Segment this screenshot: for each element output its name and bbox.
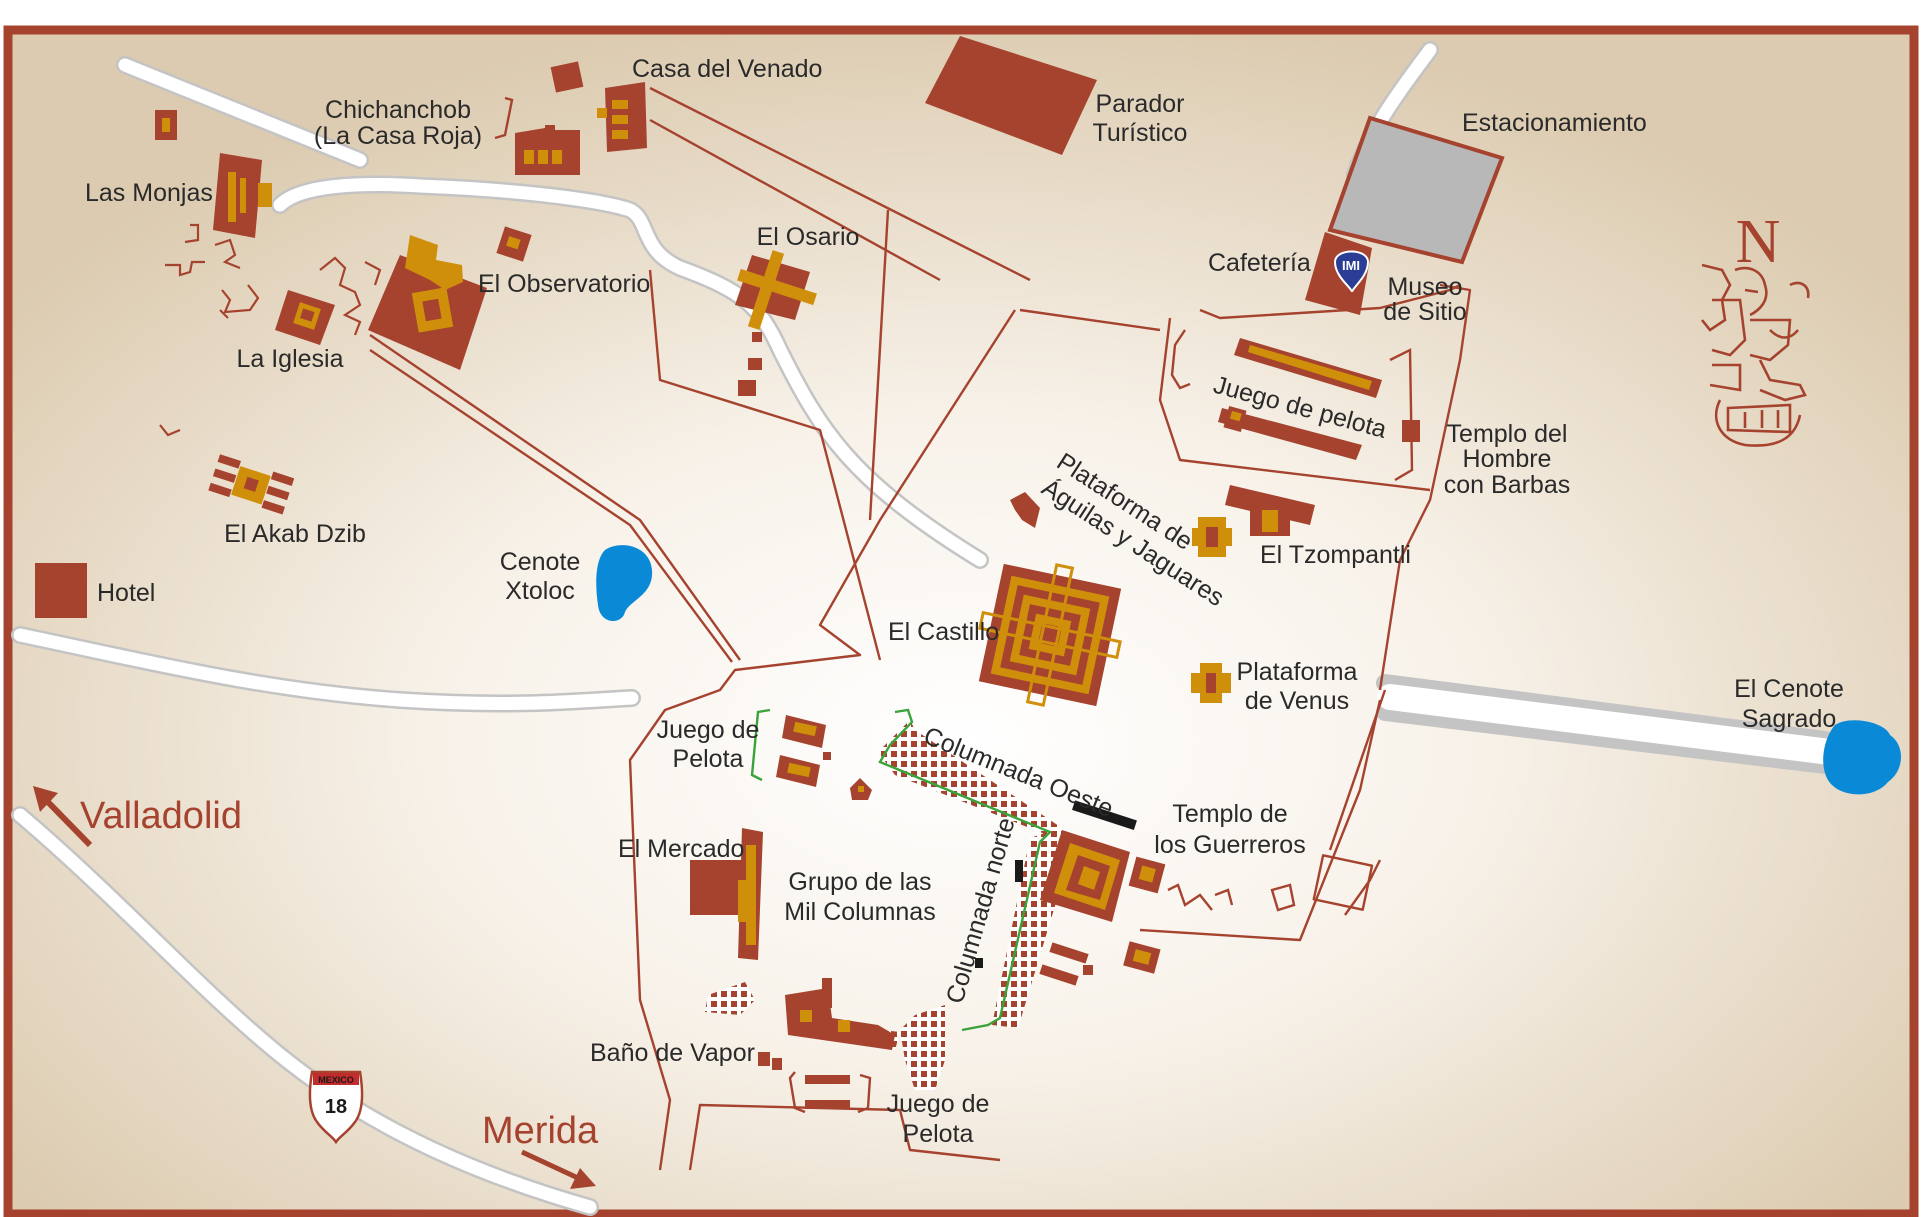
juego-de-pelota-mid xyxy=(750,708,872,800)
label-museo-line1: Museo xyxy=(1387,273,1462,301)
label-el-observatorio: El Observatorio xyxy=(478,270,650,298)
label-el-castillo: El Castillo xyxy=(888,618,999,646)
la-iglesia-building xyxy=(275,290,335,345)
ruin-outlines-west xyxy=(159,223,382,437)
cenote-sagrado-water xyxy=(1823,720,1902,795)
label-juego-pelota-mid-line2: Pelota xyxy=(673,745,744,773)
label-cenote-sagrado-line1: El Cenote xyxy=(1734,675,1844,703)
las-monjas-building xyxy=(155,110,272,238)
el-tzompantli xyxy=(1225,485,1315,536)
label-el-akab-dzib: El Akab Dzib xyxy=(224,520,366,548)
map-background xyxy=(8,30,1914,1214)
parador-turistico-building xyxy=(925,36,1097,155)
label-plataforma-venus-line2: de Venus xyxy=(1245,687,1349,715)
label-las-monjas: Las Monjas xyxy=(85,179,213,207)
label-casa-del-venado: Casa del Venado xyxy=(632,55,822,83)
highway-country-label: MEXICO xyxy=(318,1075,354,1085)
label-cenote-sagrado-line2: Sagrado xyxy=(1742,705,1837,733)
label-juego-pelota-mid-line1: Juego de xyxy=(657,716,760,744)
label-cafeteria: Cafetería xyxy=(1208,249,1311,277)
direction-arrow-merida xyxy=(520,1149,596,1189)
label-bano-de-vapor: Baño de Vapor xyxy=(590,1039,755,1067)
label-el-tzompantli: El Tzompantli xyxy=(1260,541,1411,569)
label-parador-line2: Turístico xyxy=(1093,119,1188,147)
label-cenote-xtoloc-line1: Cenote xyxy=(500,548,581,576)
plataforma-aguilas-jaguares xyxy=(1192,517,1232,557)
label-cenote-xtoloc-line2: Xtoloc xyxy=(505,577,574,605)
label-templo-hombre-line1: Templo del xyxy=(1447,420,1568,448)
label-valladolid: Valladolid xyxy=(80,795,242,837)
chichanchob-building xyxy=(494,96,580,175)
museum-marker-label: IMI xyxy=(1342,258,1360,273)
label-parador-line1: Parador xyxy=(1096,90,1185,118)
highway-number-label: 18 xyxy=(325,1096,347,1118)
roads xyxy=(11,41,1843,1216)
small-platform xyxy=(1010,492,1040,528)
south-structures xyxy=(758,978,895,1114)
label-hotel: Hotel xyxy=(97,579,155,607)
label-templo-hombre-line3: con Barbas xyxy=(1444,471,1570,499)
el-mercado-building xyxy=(690,828,763,960)
label-museo-line2: de Sitio xyxy=(1383,298,1466,326)
parking-area xyxy=(1327,115,1505,265)
cenote-xtoloc-water xyxy=(596,545,653,622)
label-el-mercado: El Mercado xyxy=(618,835,744,863)
el-akab-dzib-building xyxy=(208,454,295,515)
el-castillo-pyramid xyxy=(978,563,1122,707)
hotel-building xyxy=(35,563,87,618)
el-observatorio-building xyxy=(368,226,532,370)
label-merida: Merida xyxy=(482,1110,599,1152)
label-templo-guerreros-line2: los Guerreros xyxy=(1154,831,1305,859)
label-templo-hombre-line2: Hombre xyxy=(1463,445,1552,473)
map-frame xyxy=(3,25,1919,1217)
label-la-iglesia: La Iglesia xyxy=(236,345,343,373)
templo-de-los-guerreros xyxy=(1040,830,1296,922)
label-estacionamiento: Estacionamiento xyxy=(1462,109,1647,137)
label-north: N xyxy=(1736,208,1781,276)
el-osario-building xyxy=(735,250,817,396)
museum-marker-icon: IMI xyxy=(1333,250,1370,293)
label-grupo-mil-line2: Mil Columnas xyxy=(784,898,935,926)
direction-arrow-valladolid xyxy=(33,786,93,848)
casa-del-venado-buildings xyxy=(550,61,647,152)
label-juego-pelota-bottom-line2: Pelota xyxy=(903,1120,974,1148)
gran-juego-de-pelota xyxy=(1170,329,1420,482)
label-el-osario: El Osario xyxy=(757,223,860,251)
label-chichanchob-line2: (La Casa Roja) xyxy=(314,122,482,150)
label-plataforma-venus-line1: Plataforma xyxy=(1237,658,1358,686)
southeast-structures xyxy=(1039,941,1161,986)
label-chichanchob-line1: Chichanchob xyxy=(325,96,471,124)
highway-shield-icon: MEXICO 18 xyxy=(308,1070,364,1145)
label-templo-guerreros-line1: Templo de xyxy=(1172,800,1287,828)
label-grupo-mil-line1: Grupo de las xyxy=(788,868,931,896)
maya-glyph-icon xyxy=(1700,263,1810,447)
plataforma-de-venus xyxy=(1191,663,1231,703)
label-juego-pelota-bottom-line1: Juego de xyxy=(887,1090,990,1118)
site-paths xyxy=(369,86,1472,1171)
